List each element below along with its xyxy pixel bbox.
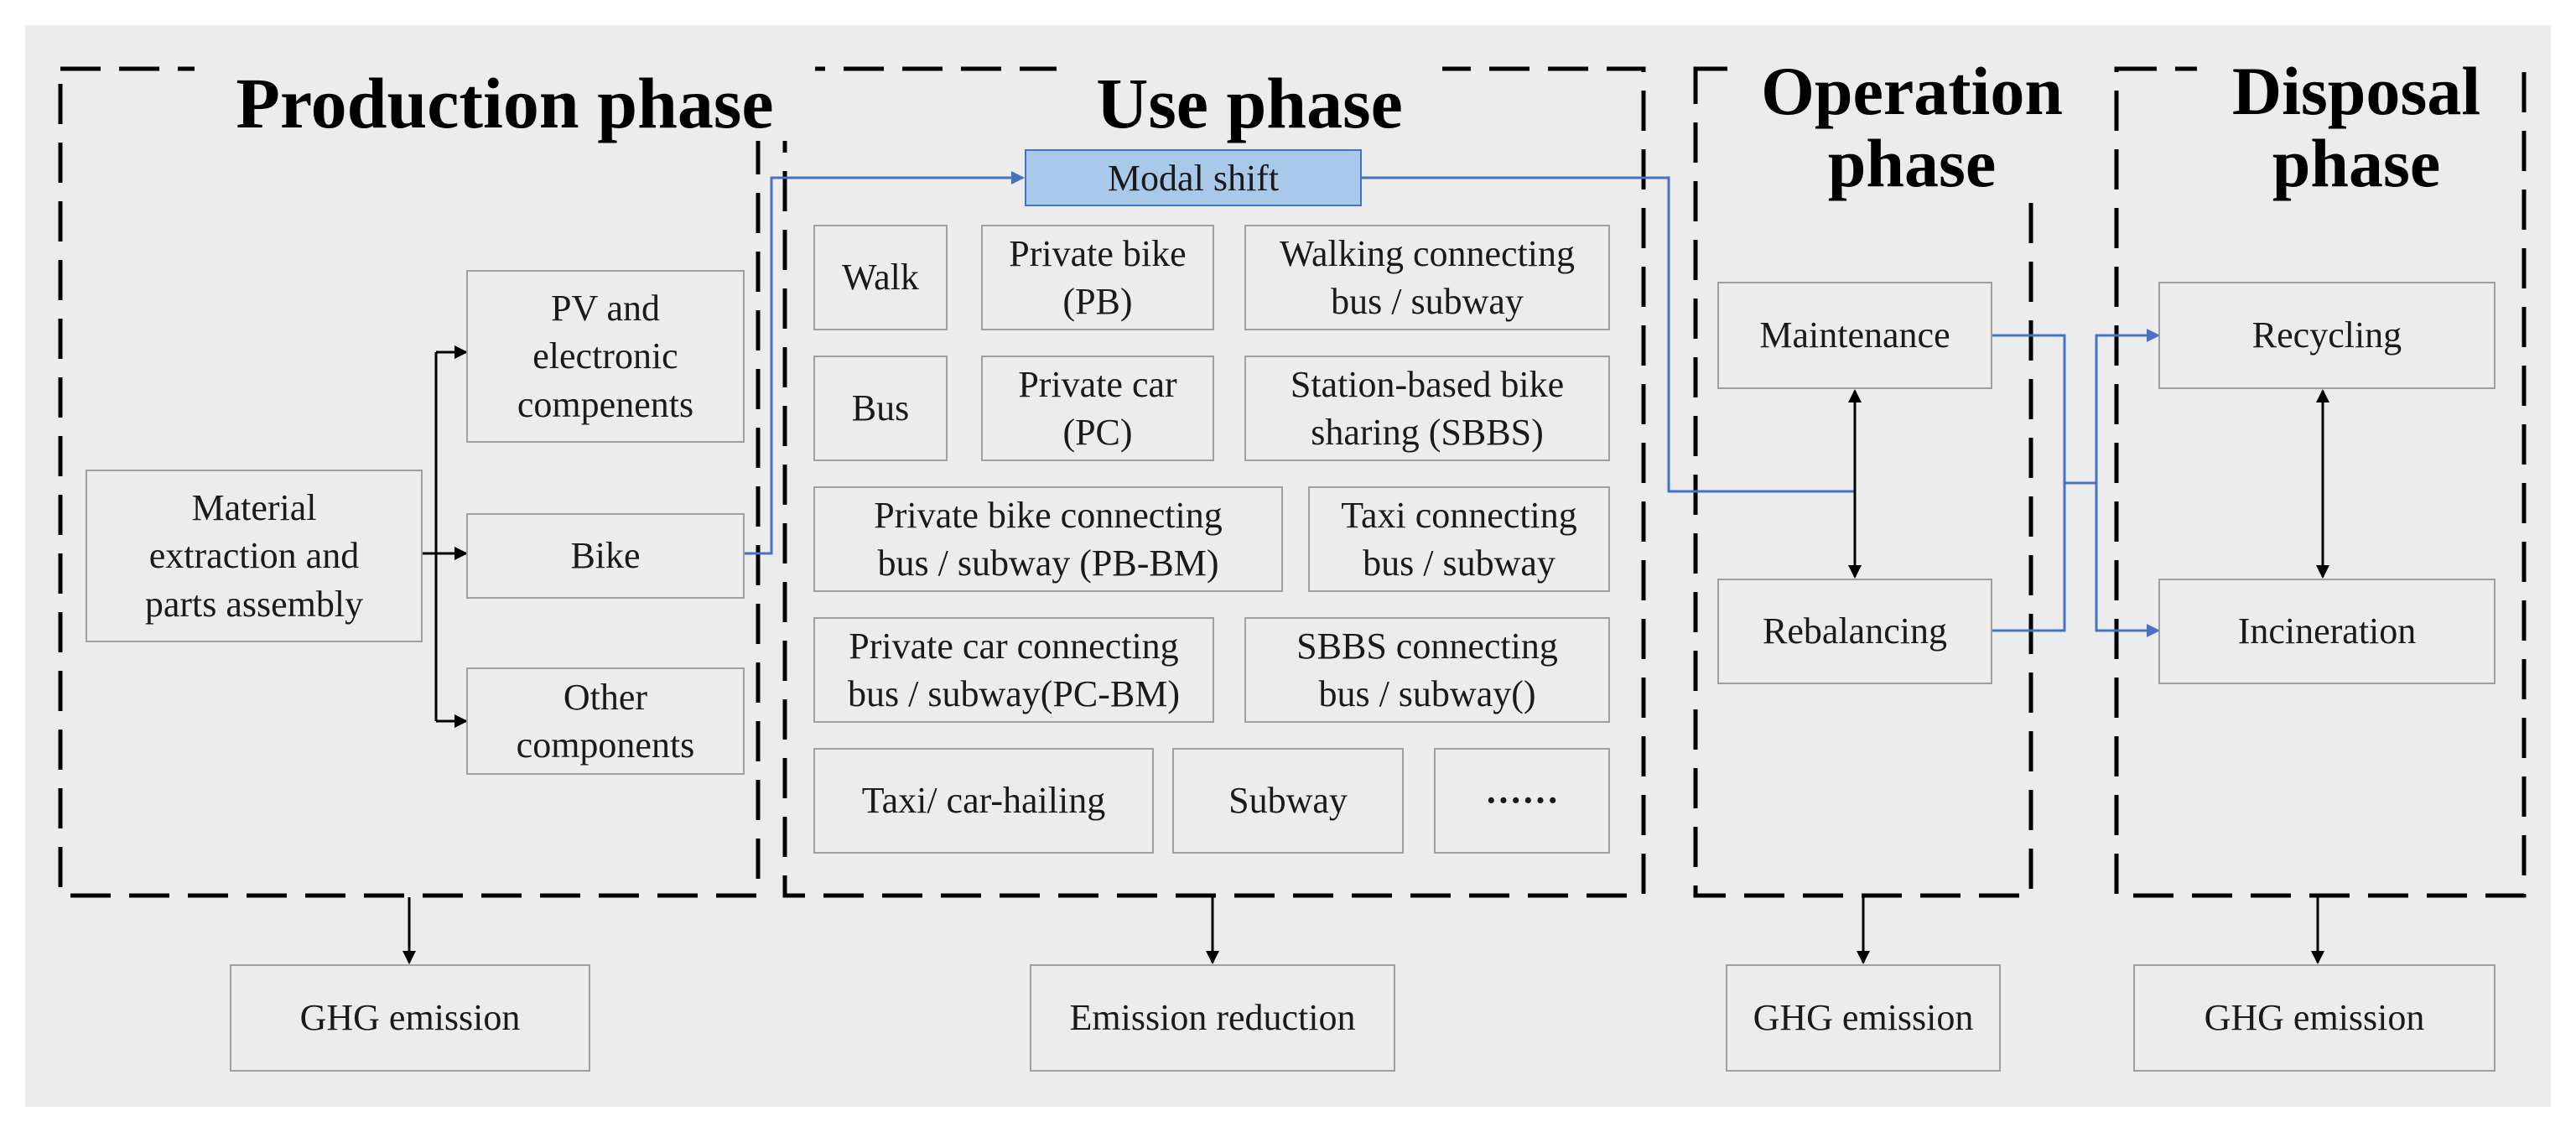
incineration-box: Incineration: [2158, 579, 2496, 684]
mode-private-car: Private car (PC): [981, 356, 1214, 461]
use-emission-reduction-box: Emission reduction: [1030, 964, 1395, 1072]
rebalancing-box: Rebalancing: [1717, 579, 1992, 684]
mode-more: ······: [1434, 748, 1610, 854]
arrow-to-recycling: [2095, 329, 2160, 483]
mode-taxi-car-hailing: Taxi/ car-hailing: [813, 748, 1154, 854]
material-extraction-box: Material extraction and parts assembly: [86, 470, 423, 642]
production-phase-title: Production phase: [195, 65, 815, 141]
arrow-to-incineration: [2095, 483, 2160, 637]
recycling-box: Recycling: [2158, 282, 2496, 389]
mode-private-bike: Private bike (PB): [981, 225, 1214, 330]
maintenance-box: Maintenance: [1717, 282, 1992, 389]
mode-station-based-bike-sharing: Station-based bike sharing (SBBS): [1244, 356, 1610, 461]
modal-shift-to-operation-line: [1362, 176, 1855, 493]
operation-ghg-emission-box: GHG emission: [1726, 964, 2001, 1072]
modal-shift-box: Modal shift: [1025, 149, 1362, 206]
operation-phase-frame: [1693, 66, 2033, 898]
mode-walk: Walk: [813, 225, 948, 330]
production-ghg-emission-box: GHG emission: [230, 964, 590, 1072]
bike-to-modal-shift-line: [745, 171, 1025, 555]
mode-walking-connecting: Walking connecting bus / subway: [1244, 225, 1610, 330]
mode-taxi-connecting: Taxi connecting bus / subway: [1308, 486, 1610, 592]
pv-electronic-box: PV and electronic compenents: [466, 270, 745, 443]
bike-box: Bike: [466, 513, 745, 599]
maintenance-out-line: [1992, 334, 2066, 483]
mode-subway: Subway: [1172, 748, 1404, 854]
disposal-ghg-emission-box: GHG emission: [2133, 964, 2496, 1072]
mode-pc-connecting: Private car connecting bus / subway(PC-B…: [813, 617, 1214, 723]
mode-pb-connecting: Private bike connecting bus / subway (PB…: [813, 486, 1283, 592]
rebalancing-out-line: [1992, 483, 2066, 632]
other-components-box: Other components: [466, 667, 745, 775]
disposal-phase-title: Disposal phase: [2197, 55, 2516, 200]
mode-sbbs-connecting: SBBS connecting bus / subway(): [1244, 617, 1610, 723]
use-phase-title: Use phase: [1057, 65, 1442, 141]
operation-phase-title: Operation phase: [1727, 55, 2096, 200]
mode-bus: Bus: [813, 356, 948, 461]
